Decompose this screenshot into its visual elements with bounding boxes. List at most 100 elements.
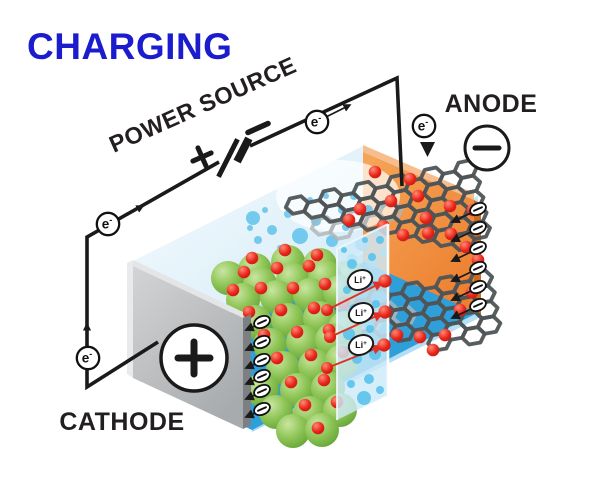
electron-label: e- (102, 215, 113, 232)
lithium-ion-dot (317, 373, 331, 387)
minus-icon (473, 225, 483, 231)
electron-transfer-arrow (450, 290, 472, 302)
electron-badge (75, 345, 101, 371)
minus-icon (257, 339, 267, 345)
lithium-ion-flow: Li+ Li+ Li+ (321, 269, 392, 374)
lithium-ion-dot (274, 303, 288, 317)
electron-transfer-arrow (244, 342, 256, 352)
minus-icon (257, 388, 267, 394)
electron-transfer-arrow (450, 212, 472, 224)
electron-label: e- (311, 113, 322, 130)
lithium-ion-dot (304, 348, 318, 362)
electron-badge (95, 211, 121, 237)
lithium-ion-dot (286, 281, 300, 295)
lithium-ion-dot (242, 305, 256, 319)
bubble (267, 225, 277, 235)
bubble (372, 300, 380, 308)
lithium-ion-dot (421, 226, 435, 240)
lithium-ion-dot (459, 240, 473, 254)
lithium-ion-dot (270, 351, 284, 365)
lithium-ion-dot (342, 213, 356, 227)
battery-long-plate (216, 138, 240, 178)
bubble (262, 207, 268, 213)
bubble (347, 259, 357, 269)
circuit (82, 75, 435, 391)
electron-transfer-arrow (244, 376, 256, 386)
lithium-ion-dot (321, 362, 333, 374)
bubble (368, 253, 376, 261)
lithium-ion-dot (302, 259, 316, 273)
lithium-ion-dot (298, 398, 312, 412)
lithium-ion-dot (307, 301, 321, 315)
battery-minus-icon (245, 120, 271, 136)
lithium-ion-dot (311, 421, 325, 435)
minus-icon (257, 357, 267, 363)
electron-label: e- (82, 349, 93, 366)
minus-icon (473, 245, 483, 251)
bubble (246, 211, 260, 225)
electrode-electron-badges (244, 201, 487, 419)
electron-transfer-arrow (450, 231, 472, 243)
cathode-wire (85, 160, 220, 391)
bubble (362, 237, 368, 243)
lithium-ion-dot (384, 194, 398, 208)
lithium-ion-dot (378, 305, 392, 319)
battery-symbol (190, 120, 271, 178)
bubble (347, 380, 355, 388)
cathode-particle (276, 414, 310, 448)
bubble (343, 286, 351, 294)
anode-pointer-icon (420, 142, 435, 157)
lithium-ion-dot (396, 228, 410, 242)
anode-label: ANODE (445, 90, 538, 118)
li-plus-label: Li+ (355, 308, 367, 318)
electron-transfer-arrow (450, 271, 472, 283)
cathode-side-face (243, 314, 251, 429)
wire-arrow-top (323, 104, 352, 119)
anode-wire (249, 75, 404, 187)
lithium-ion-dot (444, 227, 458, 241)
bubble (341, 247, 347, 253)
wire-electron-badges: e-e-e-e- (75, 109, 437, 371)
li-migration-arrow (329, 312, 384, 338)
electron-transfer-arrow (244, 391, 256, 401)
electron-transfer-arrow (244, 409, 256, 419)
minus-icon (473, 302, 483, 308)
plus-icon (174, 338, 214, 378)
lithium-ion-dot (284, 375, 298, 389)
wire-arrow-mid (117, 205, 145, 220)
li-migration-arrow (326, 281, 384, 311)
li-plus-badge (347, 334, 375, 356)
bubble (292, 228, 308, 244)
lithium-ion-dot (426, 343, 440, 357)
battery-plus-icon (190, 145, 214, 169)
anode-top-bevel (363, 145, 474, 200)
title-charging: CHARGING (27, 26, 232, 67)
minus-icon (257, 406, 267, 412)
cathode-left-bevel (127, 260, 133, 378)
anode-minus-badge (463, 124, 511, 172)
minus-icon (473, 206, 483, 212)
lithium-ion-dot (419, 211, 433, 225)
bubble (366, 325, 374, 333)
lithium-ion-dot (413, 330, 427, 344)
lithium-ion-dot (270, 261, 284, 275)
lithium-ion-dot (245, 251, 259, 265)
li-plus-label: Li+ (354, 275, 366, 285)
minus-icon (473, 265, 483, 271)
bubble (376, 386, 384, 394)
electron-badge (411, 113, 437, 139)
cathode-label: CATHODE (59, 408, 184, 436)
lithium-ion-dot (310, 248, 324, 262)
lithium-ion-dot (237, 265, 251, 279)
bubble (254, 236, 262, 244)
electron-label: e- (418, 117, 429, 134)
lithium-ion-dot (368, 165, 382, 179)
lithium-ion-dot (290, 325, 304, 339)
electron-transfer-arrow (244, 322, 256, 332)
li-plus-label: Li+ (355, 340, 367, 350)
cathode-top-bevel (133, 260, 243, 318)
li-migration-arrow (326, 344, 383, 369)
graphene-hexagon (475, 314, 503, 336)
battery-short-plate (233, 136, 253, 164)
li-plus-badge (346, 269, 374, 291)
